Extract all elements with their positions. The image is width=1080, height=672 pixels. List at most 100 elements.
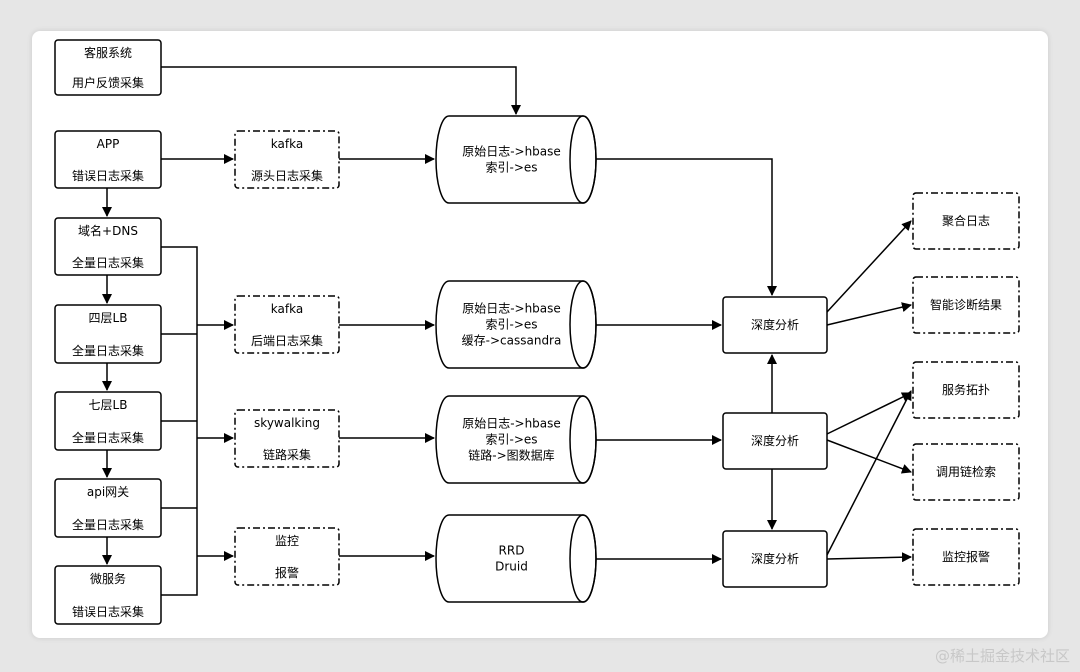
node-o2: 智能诊断结果 bbox=[912, 276, 1020, 334]
node-monitor: 监控报警 bbox=[234, 527, 340, 586]
node-box bbox=[54, 130, 162, 189]
node-title: kafka bbox=[271, 302, 303, 316]
node-subtitle: 全量日志采集 bbox=[72, 343, 144, 358]
node-subtitle: 源头日志采集 bbox=[251, 168, 323, 183]
node-title: APP bbox=[97, 137, 120, 151]
node-box bbox=[234, 130, 340, 189]
node-box bbox=[912, 361, 1020, 419]
node-subtitle: 用户反馈采集 bbox=[72, 75, 144, 90]
cylinder-end bbox=[569, 395, 597, 484]
node-st1: 原始日志->hbase 索引->es bbox=[435, 115, 597, 204]
node-label: 聚合日志 bbox=[942, 213, 990, 228]
node-a2: 深度分析 bbox=[722, 412, 828, 470]
cylinder-body bbox=[435, 514, 597, 603]
node-title: 七层LB bbox=[89, 398, 128, 412]
connector-line bbox=[161, 66, 521, 115]
node-box bbox=[912, 528, 1020, 586]
node-subtitle: 全量日志采集 bbox=[72, 255, 144, 270]
connector-line bbox=[596, 158, 777, 296]
node-title: 四层LB bbox=[89, 311, 128, 325]
node-title: 微服务 bbox=[90, 571, 126, 586]
cylinder-end bbox=[569, 280, 597, 369]
node-box bbox=[722, 530, 828, 588]
node-a3: 深度分析 bbox=[722, 530, 828, 588]
node-label: 深度分析 bbox=[751, 551, 799, 566]
watermark-text: @稀土掘金技术社区 bbox=[934, 647, 1070, 665]
node-label: 深度分析 bbox=[751, 433, 799, 448]
node-label: 缓存->cassandra bbox=[462, 334, 562, 348]
node-label: 智能诊断结果 bbox=[930, 297, 1002, 312]
node-box bbox=[54, 217, 162, 276]
connector-line bbox=[826, 439, 912, 474]
connector-lines bbox=[102, 66, 912, 596]
node-kafka1: kafka 源头日志采集 bbox=[234, 130, 340, 189]
node-lb7: 七层LB 全量日志采集 bbox=[54, 391, 162, 451]
node-title: 域名+DNS bbox=[78, 223, 138, 238]
node-box bbox=[912, 192, 1020, 250]
node-box bbox=[234, 527, 340, 586]
node-label: 原始日志->hbase bbox=[462, 302, 561, 316]
node-label: 索引->es bbox=[485, 161, 537, 175]
node-subtitle: 全量日志采集 bbox=[72, 517, 144, 532]
node-subtitle: 后端日志采集 bbox=[251, 333, 323, 348]
node-title: 客服系统 bbox=[84, 45, 132, 60]
node-subtitle: 错误日志采集 bbox=[72, 604, 144, 619]
node-label: 监控报警 bbox=[942, 549, 990, 564]
node-label: Druid bbox=[495, 560, 528, 574]
cylinder-end bbox=[569, 514, 597, 603]
node-subtitle: 报警 bbox=[275, 565, 299, 580]
node-o5: 监控报警 bbox=[912, 528, 1020, 586]
node-title: skywalking bbox=[254, 416, 320, 430]
node-label: 原始日志->hbase bbox=[462, 145, 561, 159]
node-label: 索引->es bbox=[485, 433, 537, 447]
node-box bbox=[234, 409, 340, 468]
node-label: 原始日志->hbase bbox=[462, 417, 561, 431]
node-label: 调用链检索 bbox=[936, 464, 996, 479]
node-box bbox=[54, 478, 162, 538]
connector-line bbox=[826, 220, 912, 313]
node-box bbox=[722, 412, 828, 470]
node-skywalking: skywalking 链路采集 bbox=[234, 409, 340, 468]
cylinder-body bbox=[435, 115, 597, 204]
node-box bbox=[54, 304, 162, 364]
node-title: kafka bbox=[271, 137, 303, 151]
connector-line bbox=[826, 392, 912, 435]
node-dns: 域名+DNS 全量日志采集 bbox=[54, 217, 162, 276]
node-st2: 原始日志->hbase 索引->es 缓存->cassandra bbox=[435, 280, 597, 369]
node-title: 监控 bbox=[275, 534, 299, 548]
node-subtitle: 全量日志采集 bbox=[72, 430, 144, 445]
connector-line bbox=[826, 552, 912, 563]
node-o4: 调用链检索 bbox=[912, 443, 1020, 501]
node-label: 索引->es bbox=[485, 318, 537, 332]
node-box bbox=[722, 296, 828, 354]
node-label: RRD bbox=[499, 544, 525, 558]
node-box bbox=[54, 39, 162, 96]
node-kafka2: kafka 后端日志采集 bbox=[234, 295, 340, 354]
node-subtitle: 链路采集 bbox=[263, 447, 311, 462]
node-box bbox=[912, 276, 1020, 334]
node-a1: 深度分析 bbox=[722, 296, 828, 354]
node-box bbox=[54, 391, 162, 451]
node-box bbox=[234, 295, 340, 354]
node-label: 深度分析 bbox=[751, 317, 799, 332]
node-lb4: 四层LB 全量日志采集 bbox=[54, 304, 162, 364]
node-app: APP 错误日志采集 bbox=[54, 130, 162, 189]
node-st4: RRD Druid bbox=[435, 514, 597, 603]
cylinder-end bbox=[569, 115, 597, 204]
node-label: 链路->图数据库 bbox=[468, 448, 554, 463]
node-box bbox=[54, 565, 162, 625]
node-box bbox=[912, 443, 1020, 501]
node-label: 服务拓扑 bbox=[942, 382, 990, 397]
node-o3: 服务拓扑 bbox=[912, 361, 1020, 419]
connector-line bbox=[826, 302, 912, 326]
node-o1: 聚合日志 bbox=[912, 192, 1020, 250]
connector-line bbox=[826, 390, 912, 556]
node-subtitle: 错误日志采集 bbox=[72, 168, 144, 183]
node-title: api网关 bbox=[87, 485, 129, 499]
